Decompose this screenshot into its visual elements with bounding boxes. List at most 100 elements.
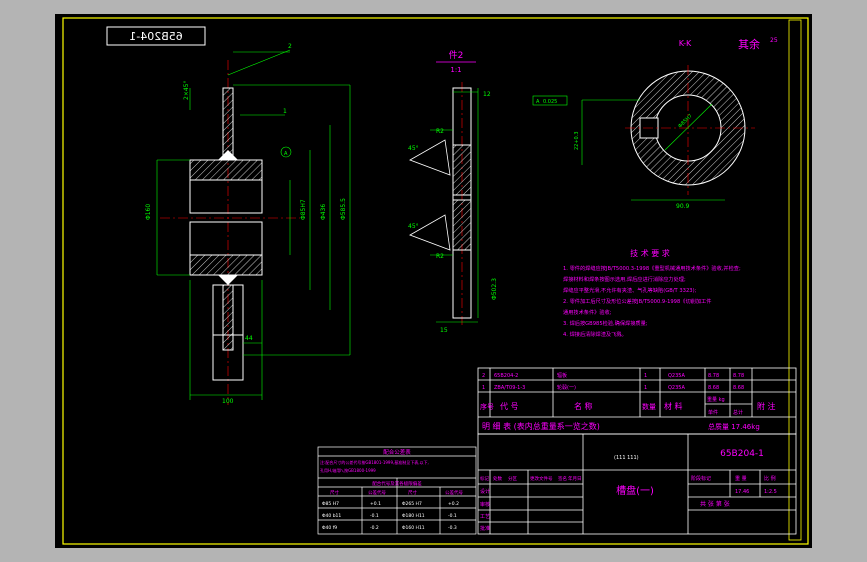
main-section-view xyxy=(160,60,300,405)
tol-table-note: 孔用H,轴用h,按GB1800-1999 xyxy=(320,467,376,473)
tolerance-box-value: 0.025 xyxy=(543,99,557,105)
bom-row-2-code: ZBA/T09-1-3 xyxy=(494,385,525,391)
tol-table-note: 注:配合尺寸的公差代号按GB1801-1999,基准制见下表,以下, xyxy=(320,459,429,465)
tolerance-table: 配合公差表 注:配合尺寸的公差代号按GB1801-1999,基准制见下表,以下,… xyxy=(317,446,477,535)
mirrored-drawing-number: 65B204-1 xyxy=(129,30,183,43)
main-view-labels: Φ160 Φ85H7 Φ436 Φ585.5 100 44 2×45° 2 1 … xyxy=(145,43,347,405)
bom-summary-left: 明 细 表 (表内总重量系一览之数) xyxy=(482,421,600,431)
tol-col-header: 尺寸 xyxy=(408,489,417,496)
dim-plate-dia: Φ436 xyxy=(320,204,327,220)
dim-hub-length: 100 xyxy=(222,398,234,405)
rev-header: 标记 xyxy=(480,475,489,482)
rev-header: 更改文件号 xyxy=(530,475,553,482)
role-label: 批准 xyxy=(480,525,490,532)
rev-header: 签名 xyxy=(558,475,567,482)
title-stage-label: 阶段标记 xyxy=(691,475,711,482)
section-k-k-view: K-K 其余 25 Φ85H7 90.9 22+0.3 0.025 A xyxy=(532,37,778,210)
sheet-frame xyxy=(62,17,809,545)
tol-cell: -0.1 xyxy=(370,513,379,519)
tol-col-header: 尺寸 xyxy=(330,489,339,496)
bom-summary-right: 总质量 17.46kg xyxy=(708,422,760,431)
title-weight: 17.46 xyxy=(735,489,749,495)
bom-row-1-name: 辐板 xyxy=(557,372,567,379)
bom-row-2-unit-weight: 8.68 xyxy=(708,385,719,391)
bom-row-1-total-weight: 8.78 xyxy=(733,373,744,379)
tol-cell: Φ40 b11 xyxy=(322,513,341,519)
plate-dim-a: 12 xyxy=(483,91,491,98)
roughness-note: 其余 xyxy=(738,37,760,51)
bom-header-unit: 单件 xyxy=(708,409,718,416)
part-2-detail-view: 件2 1:1 12 R2 R2 45° 45° Φ502.3 15 xyxy=(408,49,498,334)
bom-row-2-qty: 1 xyxy=(644,385,647,391)
tech-req-line: 焊缝应平整光滑,不允许有夹渣、气孔等缺陷(GB/T 3323); xyxy=(563,286,697,294)
tech-req-line: 4. 焊接后清除焊渣及飞溅。 xyxy=(563,330,627,338)
frame-strip xyxy=(788,19,802,541)
tol-cell: Φ160 H11 xyxy=(402,525,425,531)
title-block: (111 111) 65B204-1 槽盘(一) 阶段标记 重 量 比 例 17… xyxy=(477,433,797,535)
title-part-name: 槽盘(一) xyxy=(616,484,654,497)
section-label: K-K xyxy=(679,39,692,48)
plate-dim-angle1: 45° xyxy=(408,145,419,152)
bom-header-weight: 重量 kg xyxy=(707,396,725,403)
dim-outer-dia: Φ585.5 xyxy=(340,198,347,220)
tol-cell: -0.3 xyxy=(448,525,457,531)
bom-row-2-total-weight: 8.68 xyxy=(733,385,744,391)
bom-row-1-unit-weight: 8.78 xyxy=(708,373,719,379)
tech-req-line: 1. 零件的焊缝应按JB/T5000.3-1998《重型机械通用技术条件》验收,… xyxy=(563,264,741,272)
balloon-1-main: 1 xyxy=(283,108,287,115)
tol-cell: +0.1 xyxy=(370,501,381,507)
title-weight-label: 重 量 xyxy=(735,475,747,482)
tol-cell: Φ180 H11 xyxy=(402,513,425,519)
tol-cell: -0.1 xyxy=(448,513,457,519)
datum-a-main: A xyxy=(284,151,288,157)
bom-row-1-code: 65B204-2 xyxy=(494,373,518,379)
key-width-dim: 22+0.3 xyxy=(574,131,580,150)
main-view-dimensions xyxy=(156,49,351,400)
bom-header-name: 名 称 xyxy=(574,401,593,411)
role-label: 审核 xyxy=(480,501,490,508)
tol-cell: Φ265 H7 xyxy=(402,501,422,507)
bom-row-2-name: 轮毂(一) xyxy=(557,384,576,391)
rev-header: 分区 xyxy=(508,475,517,482)
dim-hub-dia: Φ160 xyxy=(145,204,152,220)
dim-bore: Φ85H7 xyxy=(300,199,307,220)
plate-dim-th: 15 xyxy=(440,327,448,334)
rev-header: 处数 xyxy=(493,475,502,482)
roughness-value: 25 xyxy=(770,37,778,44)
tol-cell: +0.2 xyxy=(448,501,459,507)
role-label: 设计 xyxy=(480,488,490,495)
bom-row-1-qty: 1 xyxy=(644,373,647,379)
bom-header-qty: 数量 xyxy=(642,402,656,411)
bom-header-no: 序号 xyxy=(480,402,494,411)
tol-cell: Φ85 H7 xyxy=(322,501,339,507)
tol-col-header: 公差代号 xyxy=(368,489,386,496)
tech-req-title: 技 术 要 求 xyxy=(630,248,670,258)
mirrored-drawing-number-box: 65B204-1 xyxy=(106,26,206,46)
title-scale: 1:2.5 xyxy=(764,489,777,495)
part-scale: 1:1 xyxy=(450,66,461,74)
dim-chamfer: 2×45° xyxy=(183,81,190,100)
bom-row-2-no: 1 xyxy=(482,385,485,391)
tol-table-title: 配合公差表 xyxy=(383,448,411,456)
title-small-note: (111 111) xyxy=(614,455,639,461)
tol-cell: -0.2 xyxy=(370,525,379,531)
bom-header-code: 代 号 xyxy=(500,401,519,411)
part-label: 件2 xyxy=(449,49,464,61)
role-label: 工艺 xyxy=(480,514,490,520)
title-drawing-number: 65B204-1 xyxy=(720,449,764,459)
bom-row-1-no: 2 xyxy=(482,373,485,379)
bom-table: 2 65B204-2 辐板 1 Q235A 8.78 8.78 1 ZBA/T0… xyxy=(477,367,797,435)
rev-header: 年月日 xyxy=(568,475,582,482)
bom-row-2-material: Q235A xyxy=(668,385,685,391)
tolerance-box-datum: A xyxy=(536,99,540,105)
plate-dim-dia: Φ502.3 xyxy=(491,278,498,300)
balloon-2-main: 2 xyxy=(288,43,292,50)
key-depth-dim: 90.9 xyxy=(676,203,690,210)
tol-cell: Φ40 f9 xyxy=(322,525,337,531)
technical-requirements: 技 术 要 求 1. 零件的焊缝应按JB/T5000.3-1998《重型机械通用… xyxy=(563,248,741,338)
plate-dim-r1: R2 xyxy=(436,128,444,135)
title-scale-label: 比 例 xyxy=(764,475,776,482)
tech-req-line: 焊接材料和焊条按图示选用,焊后应进行消除应力处理; xyxy=(563,275,686,283)
bom-row-1-material: Q235A xyxy=(668,373,685,379)
